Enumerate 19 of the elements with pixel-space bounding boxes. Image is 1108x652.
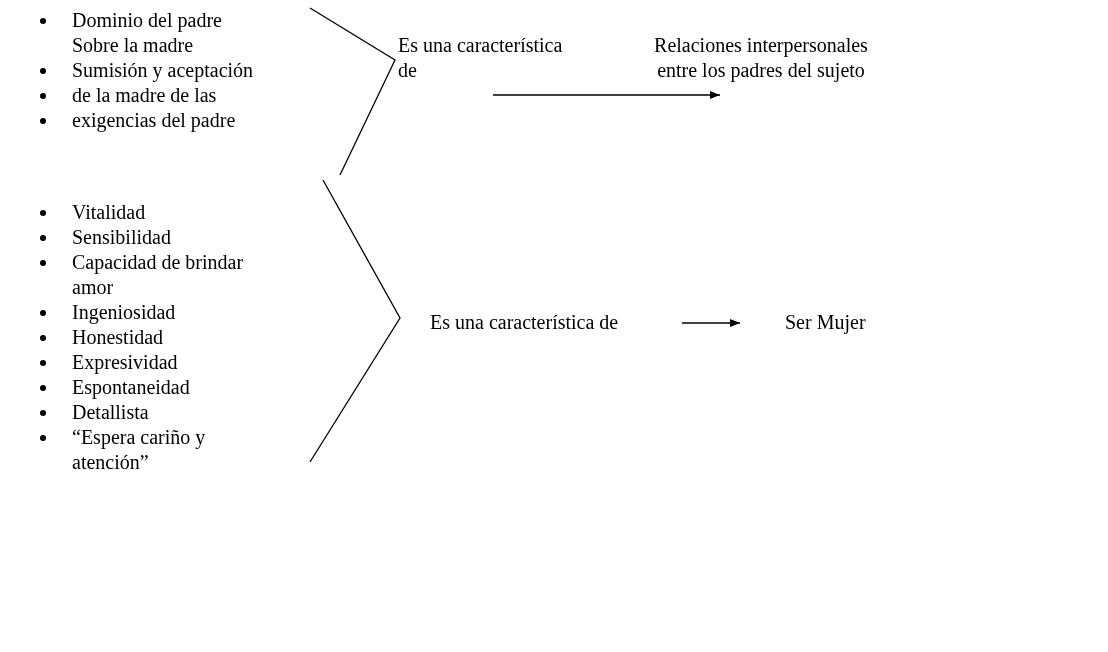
list-item-text: Sensibilidad: [72, 225, 172, 250]
list-item-text: Espontaneidad: [72, 375, 191, 400]
phrase-text: Es una característica de: [398, 33, 564, 83]
list-item-text: Expresividad: [72, 350, 179, 375]
list-item-text: Honestidad: [72, 325, 165, 350]
list-item-text: Capacidad de brindar amor: [72, 250, 245, 300]
phrase-text: Es una característica de: [430, 310, 620, 335]
list-item-text: Vitalidad: [72, 200, 147, 225]
list-item-text: Sumisión y aceptación: [72, 58, 255, 83]
list-item-text: de la madre de las: [72, 83, 218, 108]
phrase-text: Relaciones interpersonales entre los padres del sujeto: [653, 33, 869, 83]
list-item-text: Detallista: [72, 400, 150, 425]
list-item-text: exigencias del padre: [72, 108, 237, 133]
list-item-text: “Espera cariño y atención”: [72, 425, 207, 475]
arrow: [681, 319, 741, 327]
arrow: [492, 91, 721, 99]
phrase-text: Ser Mujer: [785, 310, 867, 335]
list-item-text: Dominio del padre Sobre la madre: [72, 8, 223, 58]
list-item-text: Ingeniosidad: [72, 300, 177, 325]
